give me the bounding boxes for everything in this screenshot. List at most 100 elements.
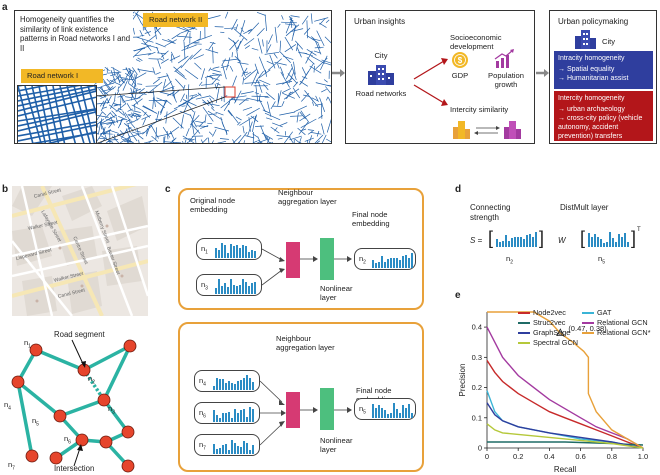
population-label: Population growth [488, 71, 524, 89]
road-segment-label: Road segment [54, 330, 105, 339]
series-line-relational-gcn- [487, 311, 644, 449]
intersection-label: Intersection [54, 464, 95, 473]
socioeconomic-label: Socioeconomic development [450, 33, 502, 51]
top-output-n2-bars [372, 252, 413, 268]
y-tick-label: 0.2 [472, 383, 482, 392]
city-label: City [374, 51, 388, 60]
series-line-node2vec [486, 360, 644, 449]
node-label-n6: n6 [64, 434, 71, 446]
policy-city-label: City [602, 37, 616, 46]
road-graph: n1 n2 n3 n4 n5 n6 n7 Road segment Inters… [4, 324, 154, 474]
intracity-box: Intracity homogeneity → Spatial equality… [554, 51, 653, 89]
bracket-left-open: [ [488, 228, 494, 248]
svg-text:$: $ [458, 56, 463, 65]
d-left-node: n2 [506, 254, 514, 266]
description-area [15, 11, 133, 67]
bottom-input-n4-bars [213, 374, 254, 390]
intercity-item-2: → cross-city policy (vehicle autonomy, a… [558, 115, 643, 140]
x-tick-label: 0 [485, 452, 489, 461]
bottom-out-arrow [334, 407, 352, 413]
top-input-n3: n3 [196, 274, 262, 296]
series-line-graphsage [486, 402, 644, 449]
top-nonlinear-layer [320, 238, 334, 280]
y-axis-label: Precision [458, 364, 467, 397]
y-tick-label: 0.1 [472, 413, 482, 422]
panel-letter-a: a [2, 2, 8, 13]
d-right-bars [588, 231, 629, 247]
top-nonlinear-label: Nonlinear layer [320, 284, 353, 302]
bottom-input-n7-bars [213, 438, 254, 454]
top-output-n2: n2 [354, 248, 416, 270]
x-axis-label: Recall [554, 465, 576, 474]
d-right-node: n5 [598, 254, 606, 266]
node-label-n7: n7 [8, 460, 15, 472]
annotation-label: (0.47, 0.38) [568, 324, 607, 333]
intercity-box: Intercity homogeneity → urban archaeolog… [554, 91, 653, 141]
legend-item-spectral-gcn: Spectral GCN [518, 339, 578, 347]
intercity-title: Intercity homogeneity [558, 95, 625, 102]
node-label-n4: n4 [4, 400, 11, 412]
zoom-network-image [18, 86, 96, 143]
top-out-arrow [334, 256, 352, 262]
urban-policymaking-box: Urban policymaking City Intracity homoge… [549, 10, 657, 144]
top-mid-arrow [300, 256, 318, 262]
top-input-n1-bars [215, 242, 256, 258]
urban-insights-title: Urban insights [354, 17, 406, 26]
bottom-nonlinear-label: Nonlinear layer [320, 436, 353, 454]
panel-letter-c: c [165, 184, 171, 195]
series-line-spectral-gcn [486, 423, 644, 449]
bottom-nonlinear-layer [320, 388, 334, 430]
bracket-right-close: ] [631, 228, 637, 248]
x-tick-label: 0.6 [575, 452, 585, 461]
gcn-bottom-frame: Neighbour aggregation layer Final node e… [178, 322, 424, 472]
intercity-similarity-label: Intercity similarity [450, 105, 509, 114]
bottom-input-n6-bars [213, 406, 254, 422]
original-embedding-label: Original node embedding [190, 196, 236, 214]
legend-item-struc2vec: Struc2vec [518, 319, 565, 327]
top-final-label: Final node embedding [352, 210, 390, 228]
zoom-marker [224, 86, 236, 98]
intracity-item-2: → Humanitarian assist [558, 75, 629, 82]
bottom-output-n5: n5 [354, 398, 416, 420]
top-input-n1: n1 [196, 238, 262, 260]
top-input-n3-bars [215, 278, 256, 294]
node-label-n3: n3 [108, 404, 115, 416]
bottom-output-n5-bars [372, 402, 413, 418]
y-tick-label: 0.3 [472, 353, 482, 362]
panel-letter-b: b [2, 184, 9, 195]
panel-letter-e: e [455, 290, 461, 301]
y-tick-label: 0.4 [472, 323, 482, 332]
top-aggregation-layer [286, 242, 300, 278]
policy-city-icon [575, 30, 596, 49]
bottom-input-n6: n6 [194, 402, 260, 424]
gcn-top-frame: Original node embedding Neighbour aggreg… [178, 188, 424, 310]
intercity-item-1: → urban archaeology [558, 106, 625, 113]
x-tick-label: 0.2 [513, 452, 523, 461]
city-building-icon [368, 65, 394, 85]
road-network-zoom [17, 85, 97, 143]
connecting-strength-label: Connecting strength [470, 203, 511, 222]
d-left-bars [496, 231, 537, 247]
node-label-n5: n5 [32, 416, 39, 428]
bottom-input-arrows [260, 380, 286, 446]
series-line-relational-gcn [486, 326, 644, 449]
road-network-map: Homogeneity quantifies the similarity of… [14, 10, 332, 144]
intracity-title: Intracity homogeneity [558, 55, 625, 62]
arrow-a2 [536, 69, 549, 77]
top-aggregation-label: Neighbour aggregation layer [278, 188, 337, 206]
road-network-i-label: Road network I [21, 69, 103, 83]
x-tick-label: 0.8 [607, 452, 617, 461]
legend-item-graphsage: GraphSage [518, 329, 570, 337]
road-networks-label: Road networks [355, 89, 407, 98]
bottom-input-n7: n7 [194, 434, 260, 456]
population-chart-icon [494, 49, 514, 68]
arrow-a1 [332, 69, 345, 77]
intercity-cities-icon [453, 121, 521, 139]
street-map-image [12, 186, 148, 316]
street-map: Canal Street Lafayette Street Walker Str… [12, 186, 148, 316]
bracket-left-close: ] [539, 228, 545, 248]
x-tick-label: 1.0 [638, 452, 648, 461]
annotation-marker [556, 328, 565, 337]
urban-insights-box: Urban insights City Road networks Socioe… [345, 10, 535, 144]
legend-item-relational-gcn: Relational GCN [582, 319, 648, 327]
